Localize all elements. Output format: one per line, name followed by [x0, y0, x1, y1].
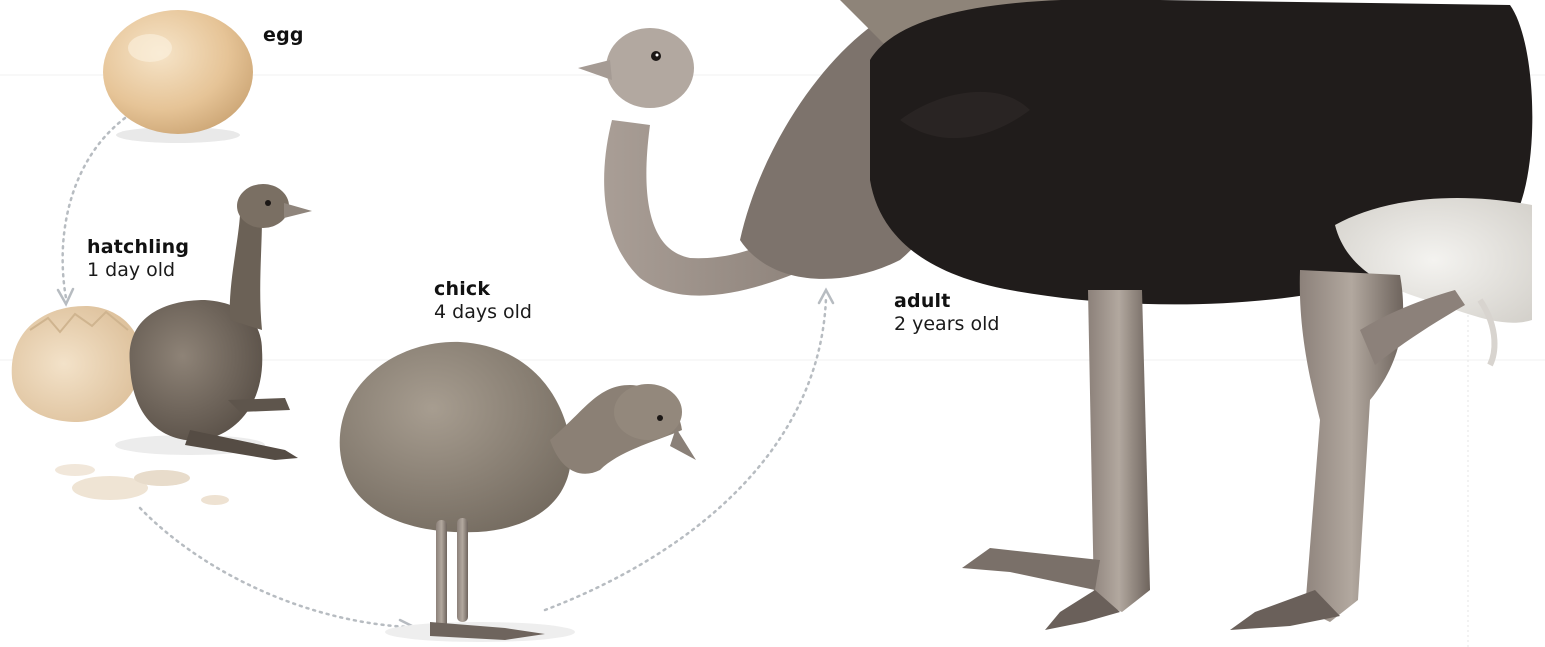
adult-ostrich-image	[578, 0, 1532, 630]
adult-age: 2 years old	[894, 313, 999, 336]
chick-title: chick	[434, 278, 532, 301]
egg-image	[103, 10, 253, 143]
chick-age: 4 days old	[434, 301, 532, 324]
hatchling-age: 1 day old	[87, 259, 189, 282]
adult-label: adult 2 years old	[894, 290, 999, 336]
egg-title: egg	[263, 24, 304, 47]
hatchling-image	[12, 184, 312, 505]
arrow-hatchling-to-chick	[140, 508, 414, 634]
adult-title: adult	[894, 290, 999, 313]
chick-label: chick 4 days old	[434, 278, 532, 324]
egg-label: egg	[263, 24, 304, 47]
hatchling-title: hatchling	[87, 236, 189, 259]
chick-image	[340, 342, 696, 642]
hatchling-label: hatchling 1 day old	[87, 236, 189, 282]
